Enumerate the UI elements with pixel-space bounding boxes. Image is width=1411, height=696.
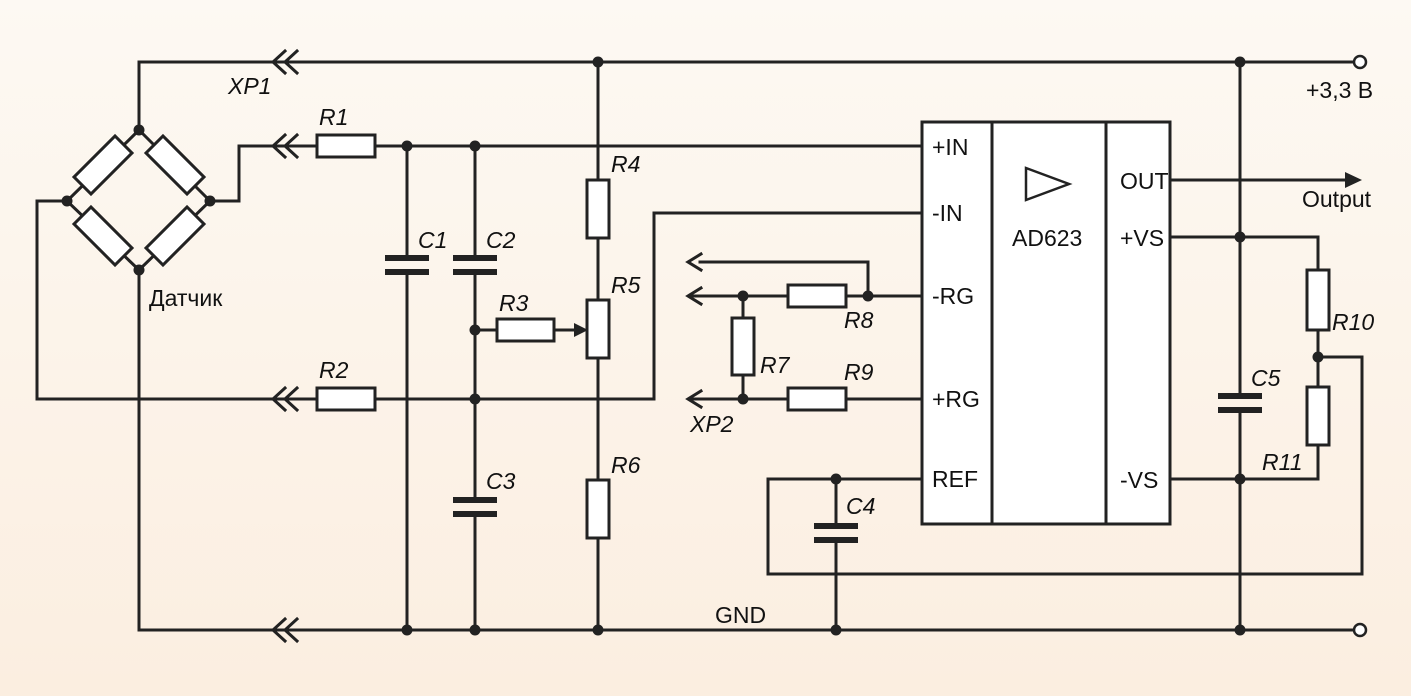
xp1-pin-gnd — [270, 616, 300, 644]
pin-in-minus: -IN — [932, 200, 963, 226]
sensor-bridge — [64, 127, 213, 273]
capacitor-c1 — [385, 255, 429, 275]
pin-in-plus: +IN — [932, 134, 968, 160]
pin-vs-minus: -VS — [1120, 467, 1158, 493]
resistor-r2 — [315, 386, 377, 412]
label-r2: R2 — [319, 357, 349, 383]
label-r6: R6 — [611, 452, 641, 478]
label-c2: C2 — [486, 227, 516, 253]
label-supply: +3,3 В — [1306, 77, 1373, 103]
junctions — [61, 56, 1324, 636]
resistor-r4 — [585, 178, 611, 240]
label-r4: R4 — [611, 151, 640, 177]
capacitor-c5 — [1218, 393, 1262, 413]
resistor-r5 — [585, 298, 611, 360]
resistors — [315, 133, 1331, 540]
label-gnd: GND — [715, 602, 766, 628]
pin-ref: REF — [932, 466, 978, 492]
resistor-r6 — [585, 478, 611, 540]
label-c5: C5 — [1251, 365, 1281, 391]
supply-terminal — [1352, 54, 1368, 70]
capacitor-c2 — [453, 255, 497, 275]
gnd-terminal — [1352, 622, 1368, 638]
label-sensor: Датчик — [149, 285, 223, 311]
capacitors — [385, 255, 1262, 543]
label-r3: R3 — [499, 290, 529, 316]
resistor-r9 — [786, 386, 848, 412]
pin-vs-plus: +VS — [1120, 225, 1164, 251]
resistor-r7 — [730, 316, 756, 377]
label-r9: R9 — [844, 359, 874, 385]
pin-rg-minus: -RG — [932, 283, 974, 309]
label-r1: R1 — [319, 104, 348, 130]
resistor-r11 — [1305, 385, 1331, 447]
connector-chevrons — [270, 48, 300, 644]
ic-name: AD623 — [1012, 225, 1082, 251]
xp1-pin-signal-minus — [270, 385, 300, 413]
label-c3: C3 — [486, 468, 516, 494]
label-xp1: XP1 — [227, 73, 271, 99]
label-c4: C4 — [846, 493, 875, 519]
arrowheads — [574, 172, 1362, 410]
label-output: Output — [1302, 186, 1372, 212]
resistor-r10 — [1305, 268, 1331, 332]
label-xp2: XP2 — [689, 411, 734, 437]
xp2-arrow-mid — [685, 285, 704, 307]
label-r7: R7 — [760, 352, 791, 378]
resistor-r3 — [495, 317, 556, 343]
r5-wiper-arrowhead — [574, 323, 588, 337]
capacitor-c3 — [453, 497, 497, 517]
pin-out: OUT — [1120, 168, 1169, 194]
label-r11: R11 — [1262, 449, 1303, 475]
label-r10: R10 — [1332, 309, 1374, 335]
xp1-pin-supply — [270, 48, 300, 76]
capacitor-c4 — [814, 523, 858, 543]
xp2-arrow-bottom — [685, 388, 704, 410]
labels: XP1 +3,3 В Датчик R1 R2 R3 R4 R5 R6 R7 R… — [149, 73, 1374, 628]
resistor-r8 — [786, 283, 848, 309]
xp2-arrow-top — [685, 251, 704, 273]
wires — [35, 60, 1364, 632]
label-r5: R5 — [611, 272, 641, 298]
resistor-r1 — [315, 133, 377, 159]
label-c1: C1 — [418, 227, 447, 253]
pin-rg-plus: +RG — [932, 386, 980, 412]
output-arrowhead — [1345, 172, 1362, 188]
xp1-pin-signal-plus — [270, 132, 300, 160]
label-r8: R8 — [844, 307, 874, 333]
amplifier-triangle-icon — [1024, 166, 1073, 202]
ic-ad623 — [920, 120, 1172, 526]
